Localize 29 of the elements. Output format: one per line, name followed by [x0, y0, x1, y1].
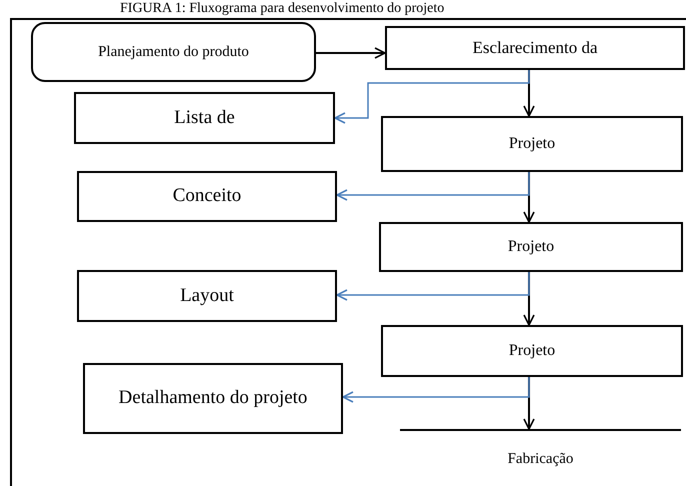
- node-label: Projeto: [508, 238, 554, 256]
- arrow: [523, 377, 535, 430]
- node-label: Lista de: [174, 108, 235, 128]
- process-box: [31, 22, 316, 82]
- figure-title: FIGURA 1: Fluxograma para desenvolvimento do projeto: [120, 1, 444, 16]
- process-box: [83, 363, 343, 434]
- node-label: Projeto: [508, 135, 556, 153]
- process-box: [385, 26, 685, 70]
- node-label: Esclarecimento da: [472, 38, 598, 58]
- node-label: Fabricação: [508, 450, 574, 467]
- node-label: Detalhamento do projeto: [118, 388, 308, 409]
- node-label: Conceito: [172, 186, 242, 207]
- arrow: [316, 47, 386, 59]
- arrow: [334, 70, 530, 124]
- node-label: Projeto: [508, 342, 556, 360]
- arrow: [336, 172, 530, 201]
- arrow: [342, 377, 530, 403]
- node-label: Planejamento do produto: [98, 44, 249, 60]
- process-box: [379, 222, 683, 272]
- arrow: [523, 272, 535, 326]
- process-box: [77, 171, 337, 222]
- process-box: [77, 270, 337, 322]
- process-box: [381, 116, 683, 172]
- process-box: [74, 92, 335, 144]
- arrow: [523, 70, 535, 117]
- process-box: [381, 325, 683, 377]
- node-label: Layout: [180, 286, 234, 306]
- arrow: [336, 272, 530, 301]
- arrow: [523, 172, 535, 223]
